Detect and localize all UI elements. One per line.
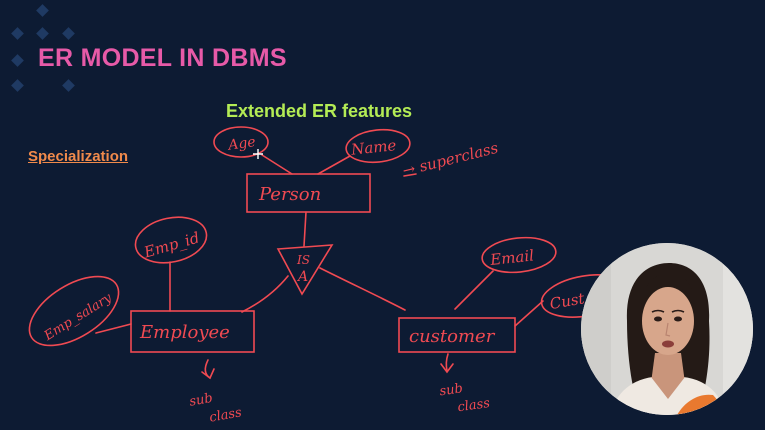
entity-person-label: Person xyxy=(258,184,321,205)
superclass-note: → superclass xyxy=(401,139,501,180)
superclass-arrow xyxy=(403,173,417,177)
attribute-name-label: Name xyxy=(349,136,397,159)
attribute-age-label: Age xyxy=(225,134,256,154)
link-person-isa xyxy=(303,211,307,247)
attribute-age-ellipse xyxy=(213,126,269,158)
link-name-person xyxy=(317,155,351,175)
attribute-name-ellipse xyxy=(345,128,411,164)
subclass-note-employee-line1: sub xyxy=(188,391,214,410)
crosshair-cursor-icon xyxy=(253,149,263,159)
subclass-arrow-customer xyxy=(445,353,449,372)
entity-employee-box xyxy=(130,310,255,353)
attribute-empid-ellipse xyxy=(134,216,208,264)
subclass-arrowhead-employee xyxy=(201,368,215,380)
slide-title: ER MODEL IN DBMS xyxy=(38,44,287,72)
link-salary-employee xyxy=(95,323,132,334)
attribute-cust-label: Cust xyxy=(548,289,586,313)
link-isa-customer xyxy=(319,267,406,311)
section-heading: Specialization xyxy=(28,148,129,165)
link-isa-employee xyxy=(241,275,289,313)
entity-customer-label: customer xyxy=(409,326,496,347)
subclass-note-employee-line2: class xyxy=(208,405,243,425)
isa-label-is: IS xyxy=(296,253,310,267)
isa-label-a: A xyxy=(296,269,308,285)
attribute-email-label: Email xyxy=(488,246,535,269)
isa-triangle xyxy=(276,244,334,296)
entity-employee-label: Employee xyxy=(139,322,230,343)
attribute-empsalary-label: Emp_salary xyxy=(41,290,115,344)
link-cust-customer xyxy=(514,300,544,327)
attribute-email-ellipse xyxy=(481,236,557,274)
presenter-webcam xyxy=(581,243,753,415)
attribute-empid-label: Emp_id xyxy=(141,229,201,262)
subclass-note-customer-line1: sub xyxy=(439,381,464,399)
entity-person-box xyxy=(246,173,371,213)
subclass-note-customer-line2: class xyxy=(457,396,492,415)
slide-subtitle: Extended ER features xyxy=(226,101,413,121)
attribute-empsalary-ellipse xyxy=(28,275,120,347)
presenter-avatar xyxy=(581,243,753,415)
subclass-arrowhead-customer xyxy=(440,363,454,374)
link-email-customer xyxy=(454,270,494,310)
entity-customer-box xyxy=(398,317,516,353)
link-age-person xyxy=(261,154,293,175)
